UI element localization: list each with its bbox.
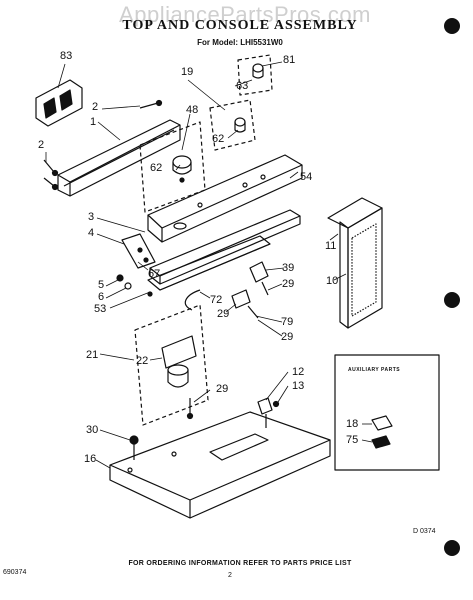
label-29b: 29 [217,308,230,320]
part-54-console-housing [147,154,303,243]
label-79: 79 [281,316,294,328]
label-62b: 62 [212,133,225,145]
group-81-outline [237,54,273,96]
document-number: 690374 [3,569,27,576]
label-29a: 29 [282,278,295,290]
label-19: 19 [181,66,194,78]
group-21-outline [134,304,209,426]
label-3: 3 [88,211,95,223]
label-4: 4 [88,227,95,239]
label-6: 6 [98,291,105,303]
label-53: 53 [94,303,107,315]
label-2b: 2 [38,139,45,151]
part-62-knob-lower [172,155,192,183]
label-62a: 62 [150,162,163,174]
part-1-control-panel [57,119,181,197]
diagram-title: TOP AND CONSOLE ASSEMBLY [122,18,358,33]
label-72: 72 [210,294,223,306]
part-30-bolt [129,435,139,460]
part-2-screws [43,99,163,191]
part-10-door-panel [339,207,383,329]
label-16: 16 [84,453,97,465]
part-5-6-hardware [116,274,153,297]
auxiliary-parts-label: AUXILIARY PARTS [348,367,401,373]
label-54: 54 [300,171,313,183]
group-19-outline [209,99,256,151]
leader-lines [45,61,373,469]
part-81-knob-top [252,63,264,79]
label-29c: 29 [281,331,294,343]
figure-code: D 0374 [413,528,436,535]
part-console-brace [149,209,301,285]
part-72-wire [184,289,201,311]
part-39-switch [249,261,269,296]
part-22-motor [161,335,197,420]
label-21: 21 [86,349,99,361]
label-29d: 29 [216,383,229,395]
label-63: 63 [236,80,249,92]
label-83: 83 [60,50,73,62]
auxiliary-parts-box [334,354,440,471]
label-39: 39 [282,262,295,274]
model-number: For Model: LHI5531W0 [197,38,283,47]
part-12-13-hardware [257,397,280,428]
part-53-mount-bracket [147,235,271,291]
label-12: 12 [292,366,305,378]
label-10: 10 [326,275,339,287]
label-30: 30 [86,424,99,436]
label-13: 13 [292,380,305,392]
registration-dot-bottom [444,540,460,556]
label-67: 67 [148,268,161,280]
watermark: AppliancePartsPros.com [119,2,371,27]
part-75-block [371,435,391,449]
label-48: 48 [186,104,199,116]
registration-dot-top [444,18,460,34]
label-5: 5 [98,279,105,291]
label-2a: 2 [92,101,99,113]
label-18: 18 [346,418,359,430]
group-48-outline [139,121,206,213]
label-81: 81 [283,54,296,66]
label-75: 75 [346,434,359,446]
registration-dot-mid [444,292,460,308]
part-4-end-cap [121,233,156,269]
part-16-top-panel [109,411,331,519]
label-11: 11 [325,240,337,252]
label-22: 22 [136,355,149,367]
part-18-clip [371,415,393,431]
part-62-knob-upper [234,117,246,133]
label-1: 1 [90,116,97,128]
part-83-bracket [35,79,83,127]
ordering-footer: FOR ORDERING INFORMATION REFER TO PARTS … [128,560,352,567]
page-number: 2 [228,572,232,579]
